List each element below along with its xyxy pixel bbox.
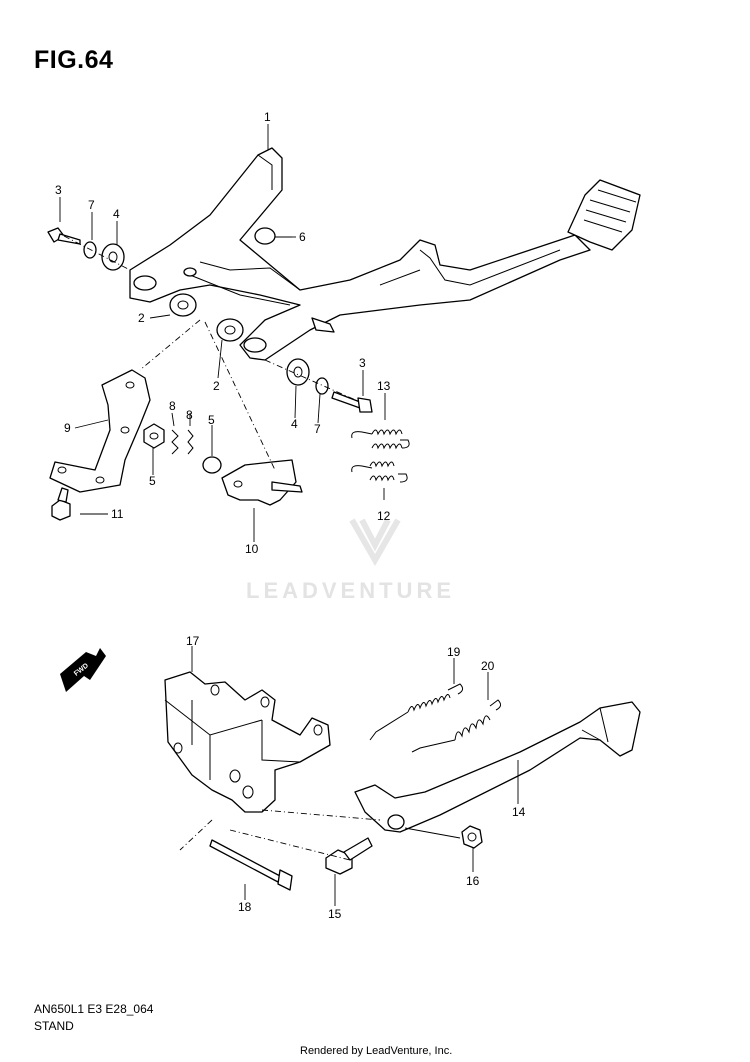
- callout-3a: 3: [55, 183, 62, 197]
- side-stand: [354, 701, 641, 833]
- watermark-text: LEADVENTURE: [246, 578, 456, 603]
- center-stand: [129, 147, 591, 361]
- side-stand-bracket: [164, 671, 331, 813]
- bolt-right: [357, 397, 373, 413]
- callout-5a: 5: [149, 474, 156, 488]
- stand-bracket: [49, 369, 151, 493]
- figure-title: FIG.64: [34, 46, 114, 74]
- callout-4b: 4: [291, 417, 298, 431]
- callout-7a: 7: [88, 198, 95, 212]
- cotter-pin-2: [187, 429, 194, 455]
- leadventure-watermark-logo: [349, 518, 401, 567]
- spring-19: [369, 683, 464, 741]
- callout-8b: 8: [186, 408, 193, 422]
- callout-13: 13: [377, 379, 391, 393]
- bushing-1: [169, 293, 197, 317]
- callout-leaders: [59, 124, 519, 906]
- long-bolt: [209, 839, 281, 883]
- bushing-2: [216, 318, 244, 342]
- washer-left: [83, 241, 97, 259]
- render-credit: Rendered by LeadVenture, Inc.: [300, 1045, 453, 1057]
- cap: [254, 227, 276, 245]
- model-code: AN650L1 E3 E28_064: [34, 1002, 154, 1016]
- callout-3b: 3: [359, 356, 366, 370]
- side-stand-assembly: [60, 648, 641, 891]
- callout-2a: 2: [138, 311, 145, 325]
- callout-1: 1: [264, 110, 271, 124]
- section-name: STAND: [34, 1019, 74, 1033]
- cotter-pin-1: [171, 429, 179, 455]
- callout-2b: 2: [213, 379, 220, 393]
- callout-5b: 5: [208, 413, 215, 427]
- callout-20: 20: [481, 659, 495, 673]
- nut-left: [143, 423, 165, 449]
- stopper-plate: [221, 459, 297, 506]
- callout-19: 19: [447, 645, 461, 659]
- spring-20: [411, 699, 502, 753]
- callout-15: 15: [328, 907, 342, 921]
- callout-11: 11: [111, 507, 124, 521]
- callout-6: 6: [299, 230, 306, 244]
- callout-7b: 7: [314, 422, 321, 436]
- callout-12: 12: [377, 509, 391, 523]
- spring-13: [351, 429, 410, 450]
- collar-left: [101, 243, 125, 271]
- callout-8a: 8: [169, 399, 176, 413]
- callout-4a: 4: [113, 207, 120, 221]
- callout-14: 14: [512, 805, 526, 819]
- callout-10: 10: [245, 542, 259, 556]
- callout-18: 18: [238, 900, 252, 914]
- callout-labels: 1 3 7 4 6 2 2 3 13 4 7 8 8 5 9 5 11 12 1…: [55, 110, 526, 921]
- fwd-arrow-icon: [60, 648, 106, 692]
- collar-5: [202, 456, 222, 474]
- washer-right: [315, 377, 329, 395]
- bolt-11: [51, 499, 71, 521]
- collar-right: [286, 358, 310, 386]
- center-stand-assembly: [47, 147, 641, 521]
- callout-17: 17: [186, 634, 200, 648]
- callout-16: 16: [466, 874, 480, 888]
- nut-16: [461, 825, 483, 849]
- spring-12: [351, 461, 408, 483]
- callout-9: 9: [64, 421, 71, 435]
